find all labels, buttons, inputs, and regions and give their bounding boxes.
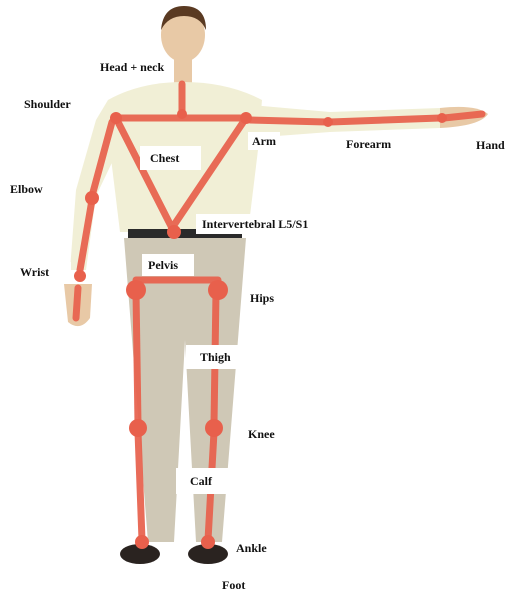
label-wrist: Wrist [18,262,71,282]
right-shoulder-joint [240,112,252,124]
label-hips: Hips [250,291,274,305]
label-forearm: Forearm [342,135,395,153]
label-hand: Hand [476,138,505,152]
right-wrist-joint [437,113,447,123]
label-calf: Calf [176,468,230,494]
label-thigh: Thigh [186,345,245,369]
right-ankle-joint [201,535,215,549]
label-shoulder: Shoulder [24,97,71,111]
right-hip-joint [208,280,228,300]
neck-shape [174,58,192,84]
right-knee-joint [205,419,223,437]
left-elbow-joint [85,191,99,205]
left-thigh-bone [136,292,138,424]
label-head-neck: Head + neck [96,58,168,76]
right-forearm-bone [330,118,440,122]
left-hand-bone [76,288,78,318]
left-hip-joint [126,280,146,300]
skeleton-lines [76,84,482,540]
label-ankle: Ankle [236,541,267,555]
label-arm: Arm [248,132,280,150]
label-foot: Foot [222,578,245,592]
left-shoulder-joint [110,112,122,124]
chest-joint [177,109,187,119]
l5-s1-joint [167,225,181,239]
right-hand-bone [444,114,482,118]
label-pelvis: Pelvis [142,254,194,276]
right-elbow-joint [323,117,333,127]
left-wrist-joint [74,270,86,282]
label-elbow: Elbow [10,182,43,196]
right-upper-arm-bone [250,120,326,122]
label-chest: Chest [140,146,201,170]
left-calf-bone [138,432,142,540]
label-intervertebral: Intervertebral L5/S1 [196,214,314,234]
left-ankle-joint [135,535,149,549]
label-knee: Knee [248,427,275,441]
left-knee-joint [129,419,147,437]
